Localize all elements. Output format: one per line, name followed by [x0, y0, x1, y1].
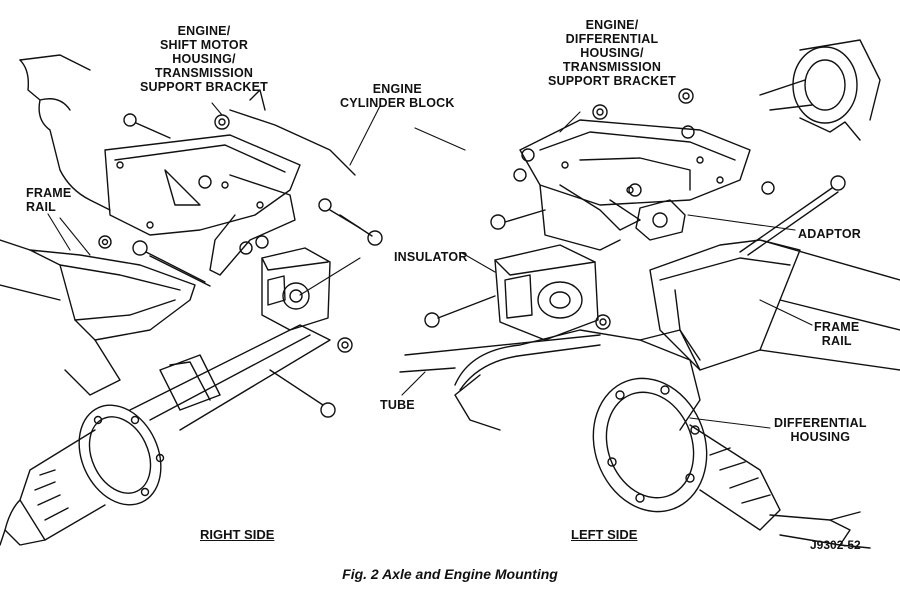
figure-caption: Fig. 2 Axle and Engine Mounting — [342, 566, 558, 582]
left-axle-flange — [592, 377, 871, 549]
label-insulator: INSULATOR — [394, 250, 468, 264]
label-frame-rail-left-side: FRAME RAIL — [814, 320, 859, 348]
label-line: CYLINDER BLOCK — [340, 96, 455, 110]
label-line: ENGINE/ — [177, 24, 231, 38]
label-differential-housing: DIFFERENTIAL HOUSING — [774, 416, 867, 444]
right-axle-flange — [0, 404, 165, 546]
right-axle-tube — [129, 324, 331, 431]
label-engine-differential-bracket: ENGINE/ DIFFERENTIAL HOUSING/ TRANSMISSI… — [548, 18, 676, 88]
label-line: FRAME — [26, 186, 72, 200]
label-engine-cylinder-block: ENGINE CYLINDER BLOCK — [340, 82, 455, 110]
right-frame-rail — [0, 239, 196, 396]
label-line: ENGINE/ — [585, 18, 639, 32]
label-line: TRANSMISSION — [154, 66, 254, 80]
label-line: RAIL — [26, 200, 56, 214]
label-line: HOUSING — [790, 430, 851, 444]
left-support-bracket — [519, 119, 751, 251]
label-line: TUBE — [380, 398, 415, 412]
figure-code: J9302-52 — [810, 538, 861, 552]
right-leader-lines[interactable] — [59, 102, 466, 296]
label-line: FRAME — [814, 320, 860, 334]
label-tube: TUBE — [380, 398, 415, 412]
left-engine-block — [759, 39, 881, 141]
right-side-heading: RIGHT SIDE — [200, 527, 275, 542]
label-frame-rail-right-side: FRAME RAIL — [26, 186, 71, 214]
left-side-heading: LEFT SIDE — [571, 527, 638, 542]
right-engine-block — [19, 54, 111, 211]
label-line: TRANSMISSION — [562, 60, 662, 74]
left-frame-rail — [649, 239, 900, 371]
label-line: RAIL — [821, 334, 852, 348]
left-adaptor — [635, 199, 686, 241]
right-insulator — [261, 247, 331, 331]
right-support-bracket — [104, 89, 356, 276]
left-leader-lines[interactable] — [47, 111, 813, 429]
label-line: HOUSING/ — [580, 46, 644, 60]
label-adaptor: ADAPTOR — [798, 227, 861, 241]
left-insulator — [494, 244, 599, 341]
label-line: ENGINE — [372, 82, 422, 96]
label-line: SHIFT MOTOR — [159, 38, 249, 52]
label-line: INSULATOR — [394, 250, 468, 264]
label-line: SUPPORT BRACKET — [140, 80, 269, 94]
label-line: ADAPTOR — [798, 227, 861, 241]
left-axle-housing — [399, 329, 701, 431]
label-line: SUPPORT BRACKET — [548, 74, 677, 88]
label-line: HOUSING/ — [172, 52, 236, 66]
label-line: DIFFERENTIAL — [774, 416, 867, 430]
left-bolts — [424, 88, 846, 330]
label-line: DIFFERENTIAL — [565, 32, 659, 46]
label-engine-shift-motor-bracket: ENGINE/ SHIFT MOTOR HOUSING/ TRANSMISSIO… — [140, 24, 268, 94]
